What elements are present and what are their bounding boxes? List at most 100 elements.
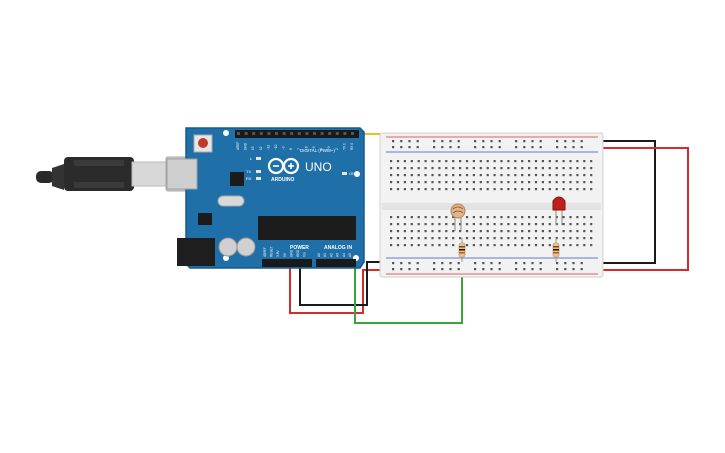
breadboard-hole[interactable] <box>396 174 400 177</box>
breadboard-hole[interactable] <box>541 244 544 247</box>
breadboard-hole[interactable] <box>479 160 482 163</box>
breadboard-hole[interactable] <box>490 262 493 265</box>
breadboard-hole[interactable] <box>521 174 524 177</box>
breadboard-hole[interactable] <box>433 262 436 265</box>
wire-red-5v[interactable] <box>289 265 396 314</box>
breadboard-hole[interactable] <box>528 223 531 226</box>
breadboard-hole[interactable] <box>507 216 510 219</box>
breadboard-hole[interactable] <box>562 167 565 170</box>
breadboard-hole[interactable] <box>438 223 441 226</box>
header-socket[interactable] <box>267 132 271 135</box>
breadboard-hole[interactable] <box>438 237 441 240</box>
breadboard-hole[interactable] <box>528 181 531 184</box>
breadboard-hole[interactable] <box>472 244 475 247</box>
breadboard-hole[interactable] <box>392 146 395 149</box>
breadboard-hole[interactable] <box>572 268 575 271</box>
breadboard-hole[interactable] <box>493 160 496 163</box>
breadboard-hole[interactable] <box>482 140 485 143</box>
breadboard-hole[interactable] <box>534 167 538 170</box>
analog-header[interactable] <box>316 259 356 267</box>
arduino-board[interactable]: DIGITAL (PWM~) POWER ANALOG IN ARDUINO U… <box>166 127 365 269</box>
breadboard-hole[interactable] <box>564 146 567 149</box>
breadboard-hole[interactable] <box>556 140 559 143</box>
breadboard-hole[interactable] <box>498 146 501 149</box>
breadboard-hole[interactable] <box>417 167 420 170</box>
breadboard-hole[interactable] <box>562 230 565 233</box>
breadboard-hole[interactable] <box>534 188 538 191</box>
breadboard-hole[interactable] <box>580 268 583 271</box>
breadboard-hole[interactable] <box>548 216 551 219</box>
breadboard-hole[interactable] <box>541 230 544 233</box>
breadboard-hole[interactable] <box>403 244 406 247</box>
breadboard-hole[interactable] <box>482 268 485 271</box>
breadboard-hole[interactable] <box>459 230 462 233</box>
breadboard-hole[interactable] <box>555 188 558 191</box>
breadboard-hole[interactable] <box>445 174 448 177</box>
breadboard-hole[interactable] <box>523 140 526 143</box>
breadboard-hole[interactable] <box>521 237 524 240</box>
breadboard-hole[interactable] <box>590 167 593 170</box>
breadboard-hole[interactable] <box>555 223 558 226</box>
breadboard-hole[interactable] <box>472 188 475 191</box>
breadboard-hole[interactable] <box>562 244 565 247</box>
breadboard-hole[interactable] <box>515 146 518 149</box>
breadboard-hole[interactable] <box>479 167 482 170</box>
breadboard-hole[interactable] <box>410 237 413 240</box>
breadboard-hole[interactable] <box>396 160 400 163</box>
breadboard-hole[interactable] <box>500 167 503 170</box>
breadboard-hole[interactable] <box>583 244 586 247</box>
breadboard-hole[interactable] <box>396 167 400 170</box>
breadboard-hole[interactable] <box>396 237 400 240</box>
breadboard-hole[interactable] <box>486 216 489 219</box>
breadboard-hole[interactable] <box>445 230 448 233</box>
breadboard-hole[interactable] <box>548 237 551 240</box>
breadboard-hole[interactable] <box>445 167 448 170</box>
breadboard-hole[interactable] <box>534 244 538 247</box>
breadboard-hole[interactable] <box>528 237 531 240</box>
breadboard-hole[interactable] <box>433 140 436 143</box>
breadboard-hole[interactable] <box>445 244 448 247</box>
breadboard-hole[interactable] <box>390 216 393 219</box>
breadboard-hole[interactable] <box>465 167 469 170</box>
breadboard-hole[interactable] <box>396 216 400 219</box>
breadboard-hole[interactable] <box>452 223 455 226</box>
breadboard-hole[interactable] <box>417 230 420 233</box>
breadboard-hole[interactable] <box>500 188 503 191</box>
wire-red-right[interactable] <box>595 147 689 271</box>
breadboard-hole[interactable] <box>452 244 455 247</box>
breadboard-hole[interactable] <box>417 216 420 219</box>
breadboard-hole[interactable] <box>528 216 531 219</box>
breadboard-hole[interactable] <box>465 181 469 184</box>
breadboard-hole[interactable] <box>408 268 411 271</box>
header-socket[interactable] <box>244 132 248 135</box>
breadboard-hole[interactable] <box>576 237 579 240</box>
breadboard-hole[interactable] <box>472 160 475 163</box>
breadboard-hole[interactable] <box>459 188 462 191</box>
header-socket[interactable] <box>313 132 316 135</box>
breadboard-hole[interactable] <box>457 146 460 149</box>
breadboard-hole[interactable] <box>580 146 583 149</box>
breadboard-hole[interactable] <box>498 262 501 265</box>
breadboard-hole[interactable] <box>539 146 542 149</box>
breadboard-hole[interactable] <box>534 174 538 177</box>
breadboard-hole[interactable] <box>521 244 524 247</box>
breadboard-hole[interactable] <box>472 216 475 219</box>
breadboard-hole[interactable] <box>452 181 455 184</box>
breadboard-hole[interactable] <box>417 244 420 247</box>
header-socket[interactable] <box>237 132 240 135</box>
breadboard-hole[interactable] <box>548 188 551 191</box>
breadboard-hole[interactable] <box>449 146 452 149</box>
breadboard[interactable] <box>379 132 604 278</box>
breadboard-hole[interactable] <box>514 216 517 219</box>
breadboard-hole[interactable] <box>493 237 496 240</box>
breadboard-hole[interactable] <box>479 188 482 191</box>
breadboard-hole[interactable] <box>583 237 586 240</box>
breadboard-hole[interactable] <box>410 181 413 184</box>
breadboard-hole[interactable] <box>416 146 419 149</box>
breadboard-hole[interactable] <box>528 230 531 233</box>
breadboard-hole[interactable] <box>531 146 534 149</box>
breadboard-hole[interactable] <box>479 244 482 247</box>
breadboard-hole[interactable] <box>474 262 477 265</box>
breadboard-hole[interactable] <box>562 160 565 163</box>
breadboard-hole[interactable] <box>482 262 485 265</box>
